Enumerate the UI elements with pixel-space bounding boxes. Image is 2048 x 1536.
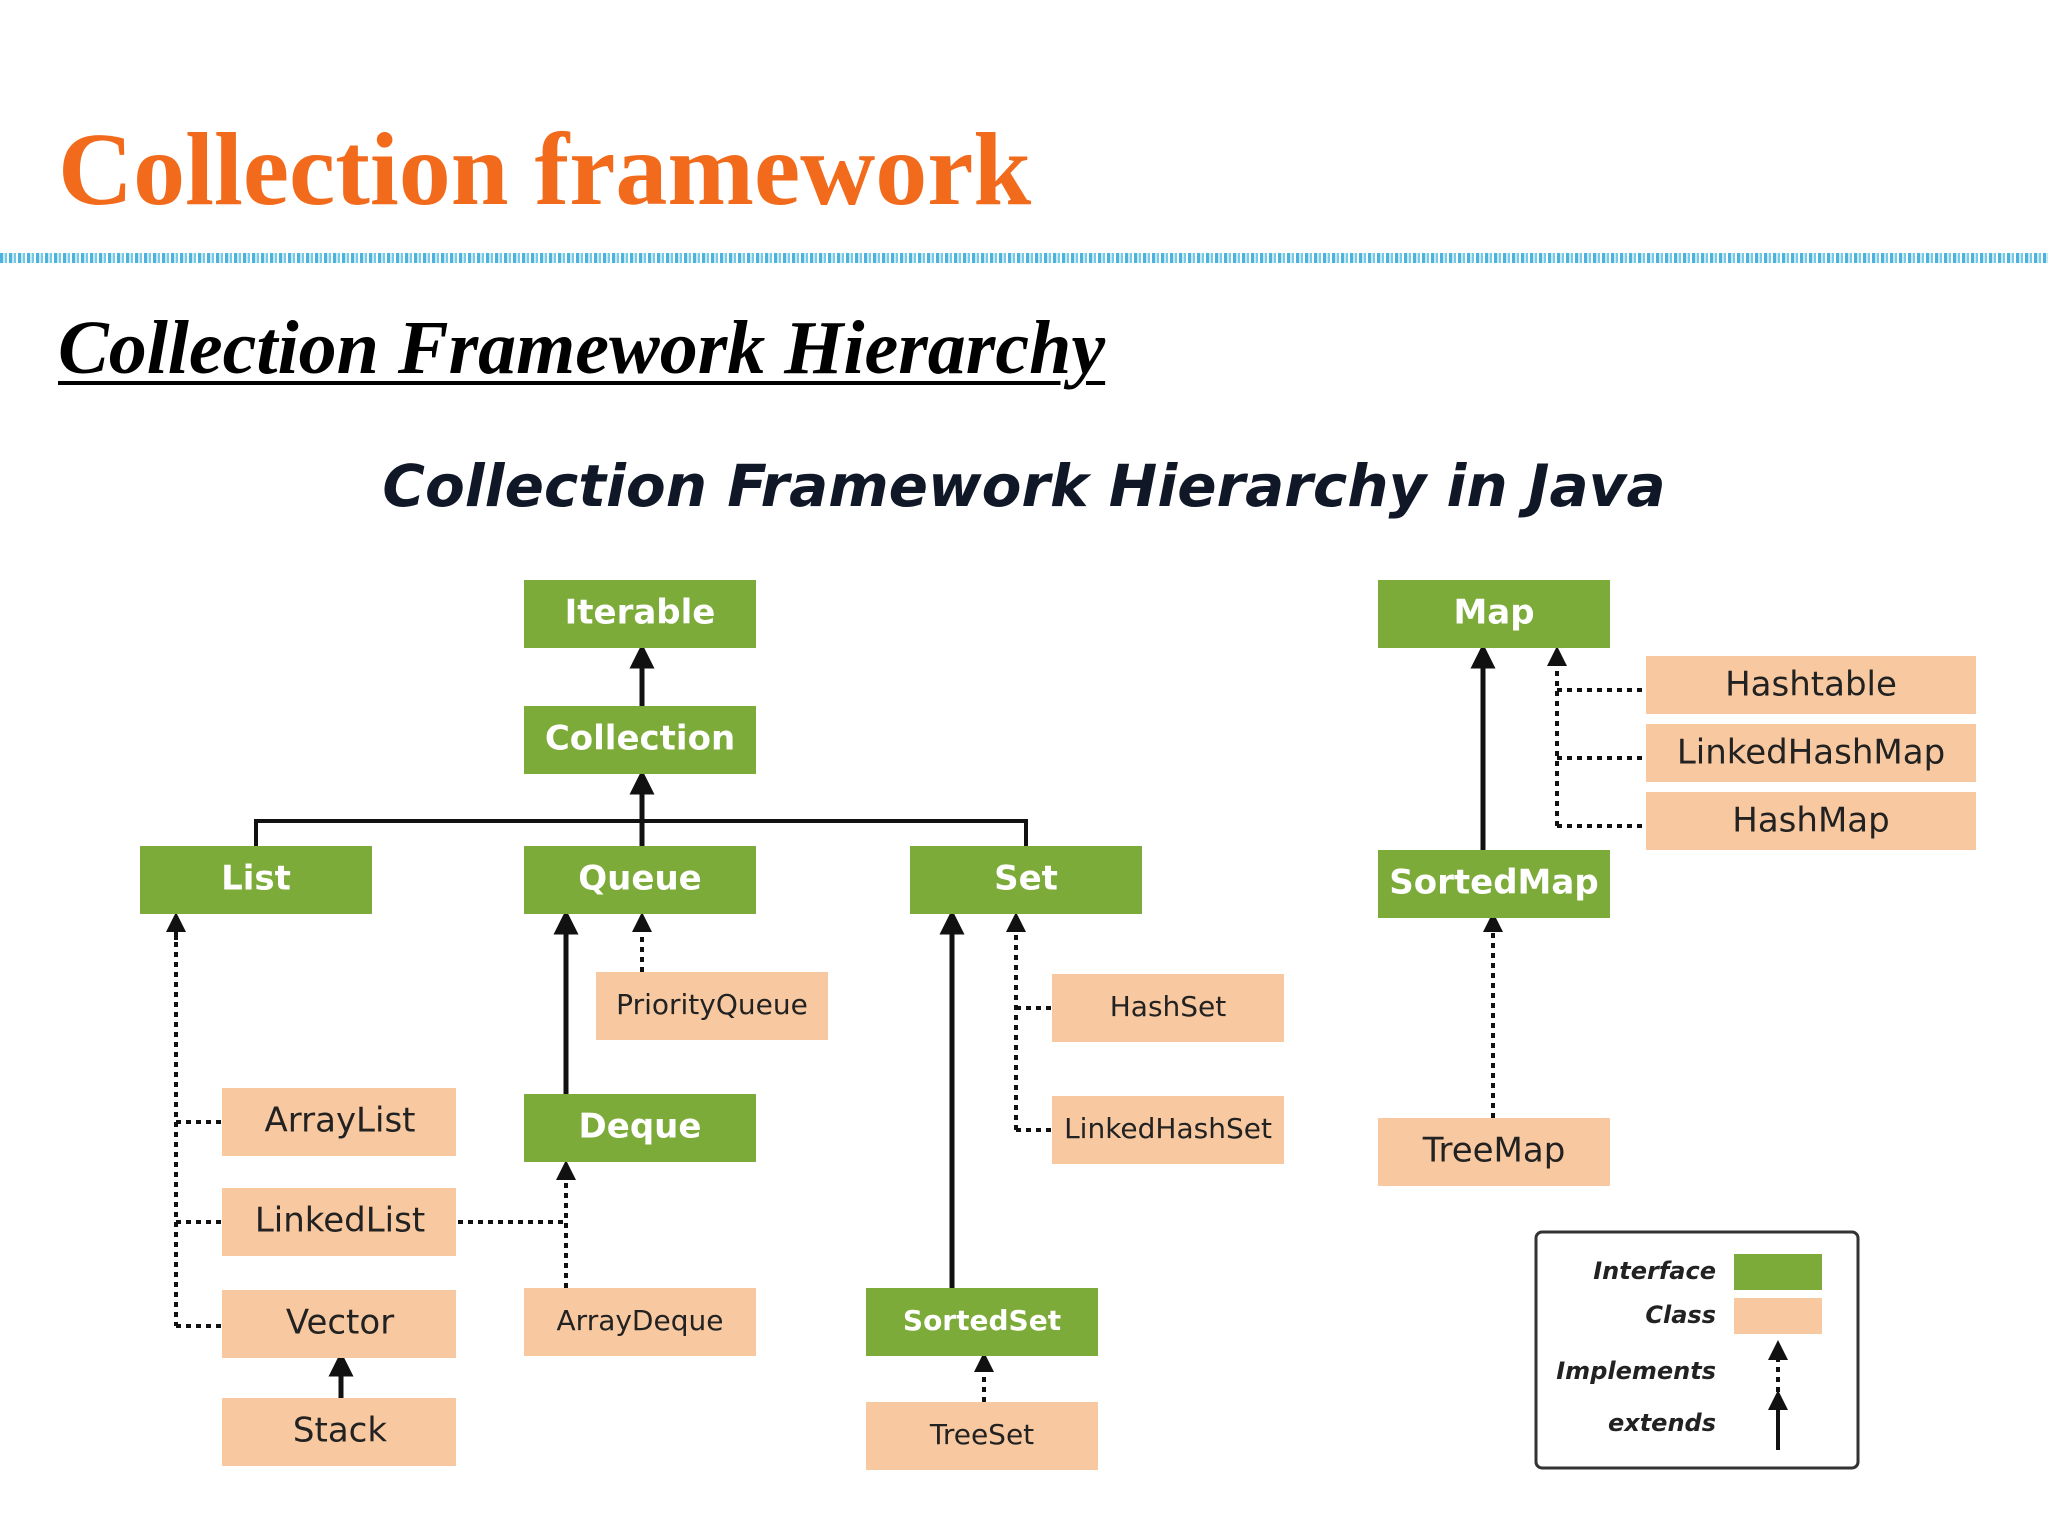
diagram-title: Collection Framework Hierarchy in Java: [382, 452, 1665, 520]
svg-text:Deque: Deque: [579, 1107, 702, 1147]
legend-class-swatch: [1734, 1298, 1822, 1334]
node-hashtable: Hashtable: [1646, 656, 1976, 714]
node-list: List: [140, 846, 372, 914]
legend-interface-label: Interface: [1593, 1257, 1716, 1285]
svg-text:LinkedHashMap: LinkedHashMap: [1677, 733, 1945, 773]
svg-text:Collection: Collection: [545, 719, 735, 759]
node-hashmap: HashMap: [1646, 792, 1976, 850]
node-arraylist: ArrayList: [222, 1088, 456, 1156]
svg-text:ArrayDeque: ArrayDeque: [557, 1304, 724, 1337]
svg-text:Stack: Stack: [293, 1411, 387, 1451]
node-priorityqueue: PriorityQueue: [596, 972, 828, 1040]
legend-implements-label: Implements: [1556, 1357, 1716, 1385]
node-sortedset: SortedSet: [866, 1288, 1098, 1356]
legend-interface-swatch: [1734, 1254, 1822, 1290]
svg-text:Hashtable: Hashtable: [1725, 665, 1897, 705]
node-hashset: HashSet: [1052, 974, 1284, 1042]
slide-title: Collection framework: [58, 112, 1032, 227]
svg-text:Queue: Queue: [578, 859, 701, 899]
svg-text:SortedSet: SortedSet: [903, 1304, 1061, 1337]
svg-text:Map: Map: [1453, 593, 1534, 633]
svg-text:HashSet: HashSet: [1110, 990, 1227, 1023]
svg-text:SortedMap: SortedMap: [1389, 863, 1598, 903]
svg-text:Vector: Vector: [286, 1303, 394, 1343]
node-vector: Vector: [222, 1290, 456, 1358]
svg-text:HashMap: HashMap: [1732, 801, 1889, 841]
node-sortedmap: SortedMap: [1378, 850, 1610, 918]
node-set: Set: [910, 846, 1142, 914]
svg-text:Set: Set: [994, 859, 1058, 899]
svg-text:List: List: [221, 859, 291, 899]
node-linkedhashset: LinkedHashSet: [1052, 1096, 1284, 1164]
node-iterable: Iterable: [524, 580, 756, 648]
connectors: [166, 643, 1646, 1402]
legend-extends-label: extends: [1608, 1409, 1716, 1437]
legend-class-label: Class: [1645, 1301, 1716, 1329]
node-deque: Deque: [524, 1094, 756, 1162]
node-arraydeque: ArrayDeque: [524, 1288, 756, 1356]
svg-text:LinkedList: LinkedList: [255, 1201, 425, 1241]
svg-text:PriorityQueue: PriorityQueue: [616, 988, 808, 1021]
svg-text:TreeSet: TreeSet: [929, 1418, 1034, 1451]
section-heading: Collection Framework Hierarchy: [58, 306, 1106, 390]
svg-text:LinkedHashSet: LinkedHashSet: [1064, 1112, 1272, 1145]
node-treeset: TreeSet: [866, 1402, 1098, 1470]
node-linkedlist: LinkedList: [222, 1188, 456, 1256]
node-queue: Queue: [524, 846, 756, 914]
svg-text:TreeMap: TreeMap: [1422, 1131, 1566, 1171]
legend: Interface Class Implements extends: [1534, 1230, 1860, 1470]
node-map: Map: [1378, 580, 1610, 648]
svg-text:Iterable: Iterable: [565, 593, 716, 633]
node-stack: Stack: [222, 1398, 456, 1466]
header-divider: [0, 253, 2048, 263]
svg-text:ArrayList: ArrayList: [264, 1101, 415, 1141]
node-treemap: TreeMap: [1378, 1118, 1610, 1186]
node-collection: Collection: [524, 706, 756, 774]
node-linkedhashmap: LinkedHashMap: [1646, 724, 1976, 782]
